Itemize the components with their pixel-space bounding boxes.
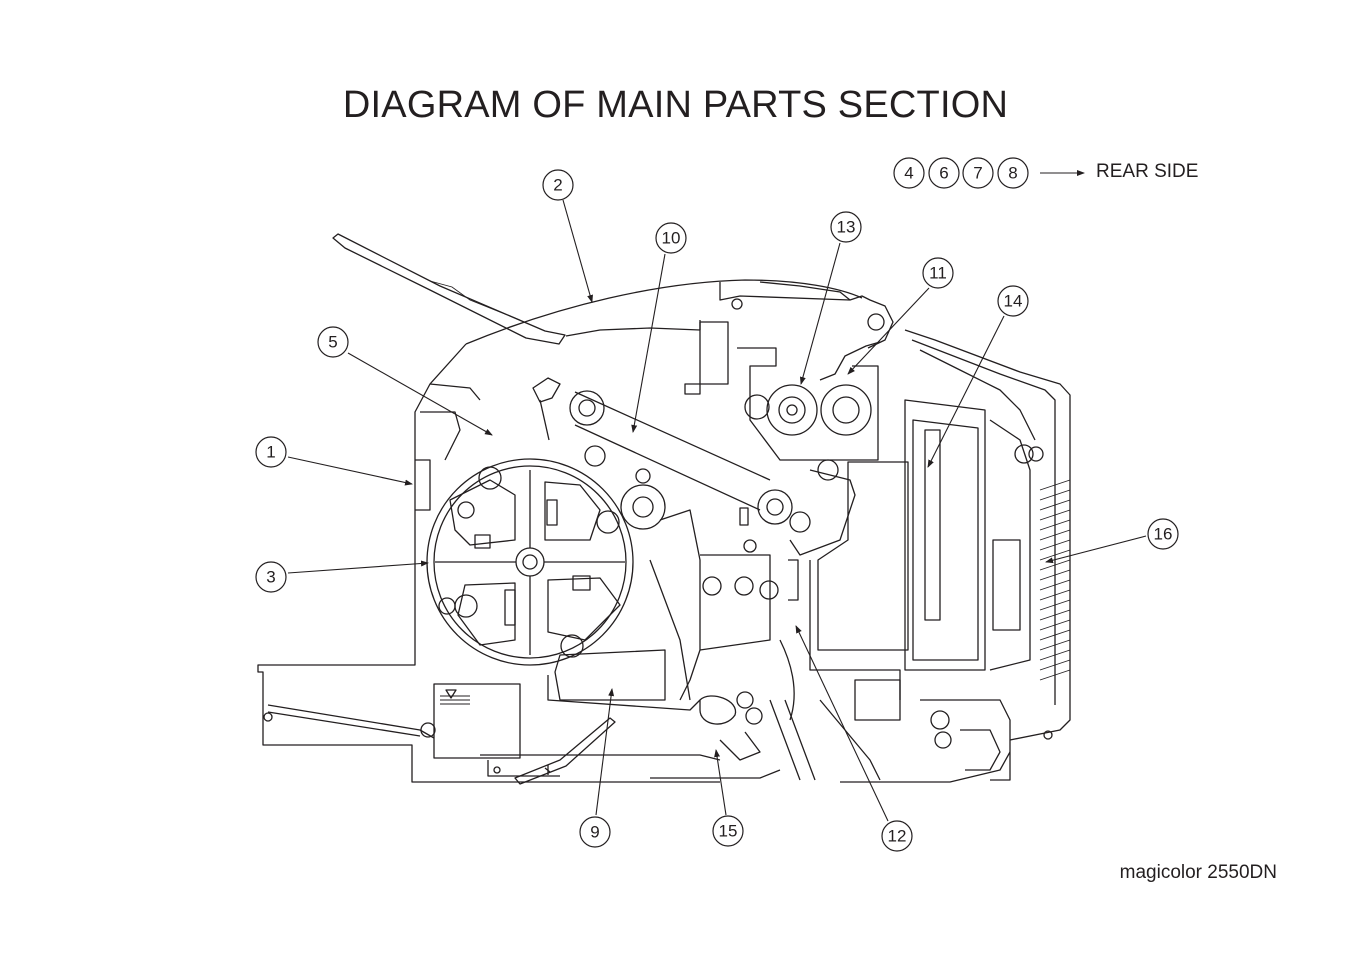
svg-text:16: 16 xyxy=(1154,525,1173,544)
svg-text:5: 5 xyxy=(328,333,337,352)
svg-text:3: 3 xyxy=(266,568,275,587)
svg-text:2: 2 xyxy=(553,176,562,195)
svg-text:1: 1 xyxy=(266,443,275,462)
rear-callout-8: 8 xyxy=(997,157,1029,189)
rear-callout-6: 6 xyxy=(928,157,960,189)
callout-1: 1 xyxy=(255,436,287,468)
callout-14: 14 xyxy=(997,285,1029,317)
svg-text:15: 15 xyxy=(719,822,738,841)
callout-3: 3 xyxy=(255,561,287,593)
model-name: magicolor 2550DN xyxy=(1119,862,1277,883)
svg-text:14: 14 xyxy=(1004,292,1023,311)
svg-text:4: 4 xyxy=(904,164,913,183)
printer-outline xyxy=(257,233,1071,785)
callout-2: 2 xyxy=(542,169,574,201)
callout-13: 13 xyxy=(830,211,862,243)
rear-side-label: REAR SIDE xyxy=(1096,161,1199,182)
rear-callout-7: 7 xyxy=(962,157,994,189)
svg-text:7: 7 xyxy=(973,164,982,183)
callout-10: 10 xyxy=(655,222,687,254)
svg-text:11: 11 xyxy=(929,264,947,283)
callout-16: 16 xyxy=(1147,518,1179,550)
callout-15: 15 xyxy=(712,815,744,847)
callout-5: 5 xyxy=(317,326,349,358)
leader-lines xyxy=(287,170,1147,822)
callout-9: 9 xyxy=(579,816,611,848)
svg-text:10: 10 xyxy=(662,229,681,248)
svg-text:9: 9 xyxy=(590,823,599,842)
diagram-title: DIAGRAM OF MAIN PARTS SECTION xyxy=(342,84,1009,126)
callout-11: 11 xyxy=(922,257,954,289)
callout-12: 12 xyxy=(881,820,913,852)
rear-callout-4: 4 xyxy=(893,157,925,189)
svg-text:6: 6 xyxy=(939,164,948,183)
svg-text:12: 12 xyxy=(888,827,907,846)
svg-text:13: 13 xyxy=(837,218,856,237)
svg-text:8: 8 xyxy=(1008,164,1017,183)
